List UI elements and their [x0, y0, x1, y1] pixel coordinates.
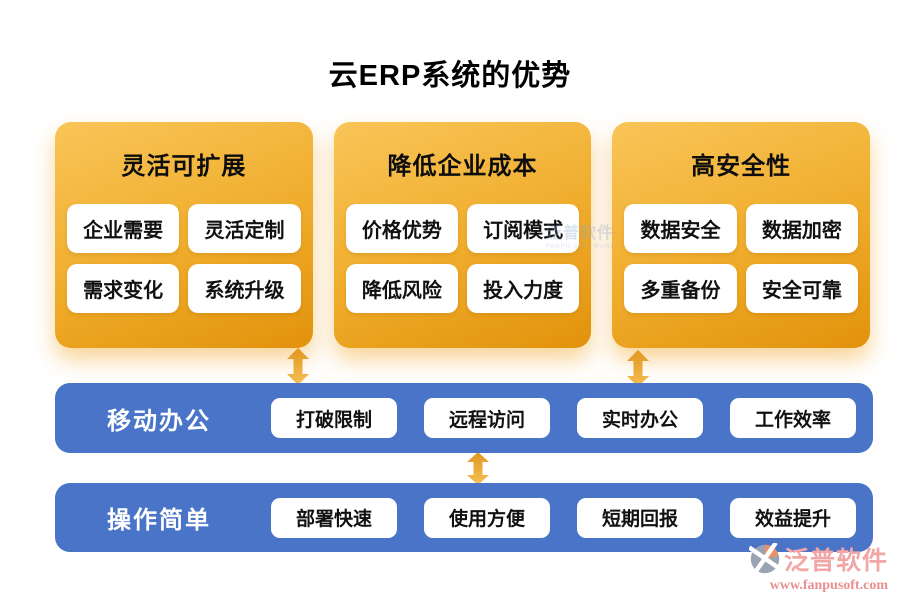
bar-item: 使用方便 [424, 497, 550, 538]
card-items-grid: 企业需要 灵活定制 需求变化 系统升级 [67, 204, 301, 313]
bar-simple-operation: 操作简单 部署快速 使用方便 短期回报 效益提升 [55, 483, 873, 552]
card-item: 降低风险 [345, 264, 458, 313]
card-flexible-scalable: 灵活可扩展 企业需要 灵活定制 需求变化 系统升级 [55, 122, 313, 348]
bar-item: 工作效率 [730, 398, 856, 438]
brand-url: www.fanpusoft.com [769, 578, 888, 593]
bar-item: 短期回报 [577, 497, 703, 538]
brand-row: 泛普软件 [748, 541, 888, 577]
brand-name: 泛普软件 [783, 547, 888, 575]
card-items-grid: 价格优势 订阅模式 降低风险 投入力度 [345, 204, 580, 313]
bar-item: 效益提升 [730, 497, 856, 538]
bar-items: 部署快速 使用方便 短期回报 效益提升 [263, 497, 856, 538]
bar-item: 实时办公 [577, 398, 703, 438]
card-item: 需求变化 [67, 264, 180, 313]
page-title: 云ERP系统的优势 [328, 60, 572, 92]
bar-item: 部署快速 [271, 497, 397, 538]
card-item: 订阅模式 [467, 204, 580, 253]
card-item: 安全可靠 [745, 264, 859, 313]
bar-items: 打破限制 远程访问 实时办公 工作效率 [263, 398, 856, 438]
card-high-security: 高安全性 数据安全 数据加密 多重备份 安全可靠 [612, 122, 871, 348]
card-item: 多重备份 [624, 264, 737, 313]
card-item: 数据安全 [624, 204, 737, 253]
cards-row: 灵活可扩展 企业需要 灵活定制 需求变化 系统升级 降低企业成本 价格优势 订阅… [55, 122, 871, 348]
fanpu-logo-icon [748, 543, 781, 575]
card-title: 高安全性 [691, 152, 792, 180]
card-item: 投入力度 [467, 264, 580, 313]
bar-label: 移动办公 [107, 407, 211, 435]
bar-mobile-office: 移动办公 打破限制 远程访问 实时办公 工作效率 [55, 383, 873, 453]
card-items-grid: 数据安全 数据加密 多重备份 安全可靠 [624, 204, 859, 313]
brand-block: 泛普软件 www.fanpusoft.com [748, 541, 888, 594]
card-item: 企业需要 [67, 204, 180, 253]
bar-item: 远程访问 [424, 398, 550, 438]
card-item: 灵活定制 [188, 204, 301, 253]
double-arrow-icon [627, 350, 649, 387]
card-lower-cost: 降低企业成本 价格优势 订阅模式 降低风险 投入力度 [333, 122, 592, 348]
card-title: 降低企业成本 [387, 152, 538, 180]
bar-label: 操作简单 [107, 507, 211, 534]
card-item: 价格优势 [345, 204, 458, 253]
double-arrow-icon [467, 452, 489, 485]
card-item: 系统升级 [188, 264, 301, 313]
double-arrow-icon [287, 348, 309, 385]
card-title: 灵活可扩展 [121, 152, 247, 180]
bar-item: 打破限制 [271, 398, 397, 438]
card-item: 数据加密 [745, 204, 859, 253]
